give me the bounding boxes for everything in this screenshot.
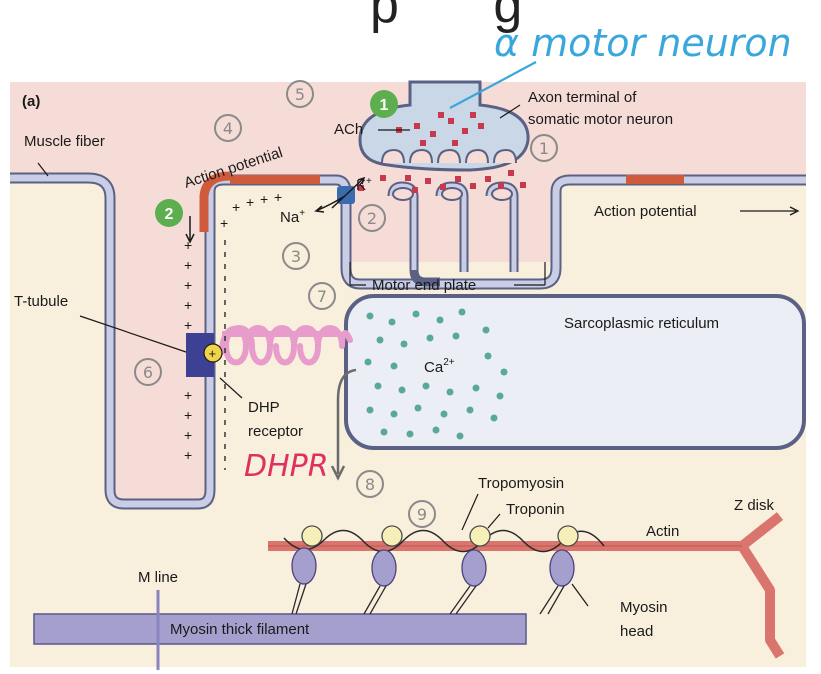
axon-terminal-label-line1: Axon terminal of [528,89,637,106]
troponin-complexes [301,525,579,547]
actin-label: Actin [646,523,679,540]
svg-text:+: + [184,407,192,423]
ach-label: ACh [334,121,363,138]
action-potential-segment-top [230,175,320,184]
myosin-neck [291,583,565,615]
svg-text:+: + [184,427,192,443]
svg-text:+: + [184,257,192,273]
hw-3: 3 [291,247,301,266]
svg-text:+: + [274,189,282,205]
myosin-heads [291,547,575,587]
axon-terminal [358,80,530,172]
dhp-label-line2: receptor [248,423,303,440]
hw-6: 6 [143,363,153,382]
k-ion-label: K+ [356,176,372,194]
step-2-badge [155,199,183,227]
sarcoplasmic-reticulum [344,294,806,450]
svg-text:+: + [184,277,192,293]
panel-label: (a) [22,93,40,110]
ion-channel [314,176,366,213]
tropomyosin-label: Tropomyosin [478,475,564,492]
svg-text:+: + [246,194,254,210]
myosin-head-label-line2: head [620,623,653,640]
hw-4: 4 [223,119,233,138]
svg-text:+: + [260,191,268,207]
svg-text:+: + [232,199,240,215]
dhp-receptor-voltage-sensor [203,343,223,363]
sarcoplasmic-reticulum-label: Sarcoplasmic reticulum [564,315,719,332]
ach-molecules [358,112,526,193]
action-potential-right-arrow [740,206,800,216]
z-disk-label: Z disk [734,497,775,514]
dhp-label-line1: DHP [248,399,280,416]
hw-9: 9 [417,505,427,524]
svg-text:+: + [184,317,192,333]
junctional-folds [387,181,519,287]
myosin-head-label-line1: Myosin [620,599,668,616]
handwritten-step-numbers [134,80,558,528]
hw-7: 7 [317,287,327,306]
svg-text:+: + [209,346,217,361]
step-2-number: 2 [165,206,174,223]
t-tubule-label: T-tubule [14,293,68,310]
step-1-number: 1 [380,97,389,114]
t-tubule-charges: +++ +++ ++ +++++ + [184,189,282,463]
na-ion-label: Na+ [280,208,305,226]
action-potential-segment-corner [199,171,231,232]
muscle-fiber-label: Muscle fiber [24,133,105,150]
svg-text:+: + [184,297,192,313]
tropomyosin [283,529,605,553]
axon-terminal-label-line2: somatic motor neuron [528,111,673,128]
svg-text:+: + [220,215,228,231]
handwritten-blue-arrow [449,61,537,109]
hw-5: 5 [295,85,305,104]
calcium-ions [364,308,508,440]
hw-2: 2 [367,209,377,228]
svg-text:+: + [184,447,192,463]
action-potential-right-label: Action potential [594,203,697,220]
svg-text:+: + [184,237,192,253]
step-1-badge [370,90,398,118]
handwritten-alpha-motor-neuron: α motor neuron [494,21,792,65]
calcium-release-arrow [336,368,357,474]
svg-text:+: + [184,387,192,403]
title-fragment: p g [370,0,562,34]
calcium-label: Ca2+ [424,357,455,376]
myosin-thick-filament [33,613,527,645]
hw-1: 1 [539,139,549,158]
action-potential-segment-right [626,175,684,184]
m-line-label: M line [138,569,178,586]
leader-lines [37,104,589,607]
troponin-label: Troponin [506,501,565,518]
handwritten-dhpr: DHPR [244,449,329,484]
z-disk [737,543,785,659]
motor-end-plate-label: Motor end plate [372,277,476,294]
hw-8: 8 [365,475,375,494]
ryanodine-receptor [219,325,353,366]
myosin-thick-filament-label: Myosin thick filament [170,621,310,638]
